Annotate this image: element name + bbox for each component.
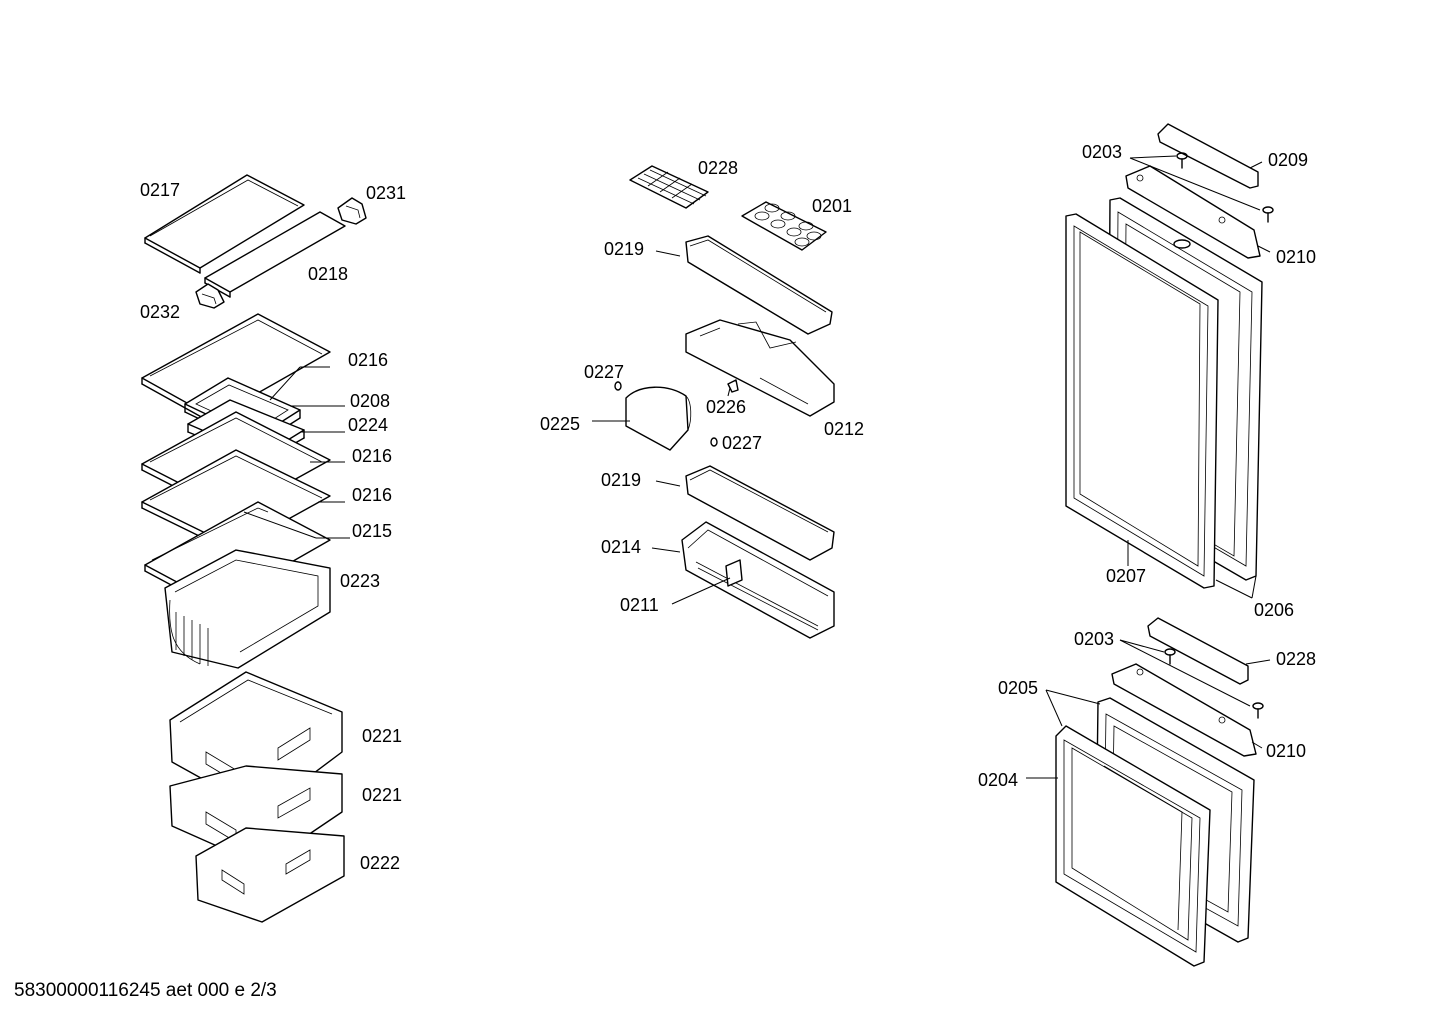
- part-0219-door-bin-lower[interactable]: [685, 465, 835, 561]
- label-0204: 0204: [978, 770, 1018, 790]
- part-0209-hinge-cover-upper[interactable]: [1157, 123, 1259, 189]
- label-0218: 0218: [308, 264, 348, 284]
- label-0215: 0215: [352, 521, 392, 541]
- label-0231: 0231: [366, 183, 406, 203]
- part-0203-screw-upper-a[interactable]: [1176, 152, 1188, 169]
- document-id-footer: 58300000116245 aet 000 e 2/3: [14, 980, 277, 1001]
- part-0228-ice-tray[interactable]: [629, 165, 709, 209]
- label-0221-a: 0221: [362, 726, 402, 746]
- part-0231-clip[interactable]: [337, 197, 367, 225]
- label-0228-a: 0228: [698, 158, 738, 178]
- label-0205: 0205: [998, 678, 1038, 698]
- part-0203-screw-lower-a[interactable]: [1164, 648, 1176, 665]
- label-0216-b: 0216: [352, 446, 392, 466]
- label-0212: 0212: [824, 419, 864, 439]
- part-0212-door-bin-divider[interactable]: [685, 319, 835, 417]
- label-0222: 0222: [360, 853, 400, 873]
- label-0206: 0206: [1254, 600, 1294, 620]
- label-0210-b: 0210: [1266, 741, 1306, 761]
- label-0216-a: 0216: [348, 350, 388, 370]
- part-0219-door-bin-upper[interactable]: [685, 235, 833, 335]
- part-0226-pin[interactable]: [727, 379, 739, 393]
- part-0232-clip[interactable]: [195, 283, 225, 309]
- part-0203-screw-lower-b[interactable]: [1252, 702, 1264, 719]
- label-0210-a: 0210: [1276, 247, 1316, 267]
- part-0204-freezer-door-gasket[interactable]: [1055, 725, 1211, 967]
- label-0211: 0211: [620, 595, 659, 615]
- part-0214-bottle-bin[interactable]: [681, 521, 835, 639]
- label-0208: 0208: [350, 391, 390, 411]
- part-0227-washer-upper[interactable]: [614, 381, 622, 391]
- label-0216-c: 0216: [352, 485, 392, 505]
- label-0209: 0209: [1268, 150, 1308, 170]
- part-0222-drawer-bottom[interactable]: [195, 827, 345, 923]
- label-0203-b: 0203: [1074, 629, 1114, 649]
- part-0227-washer-lower[interactable]: [710, 437, 718, 447]
- label-0217: 0217: [140, 180, 180, 200]
- label-0203-a: 0203: [1082, 142, 1122, 162]
- part-0217-glass-shelf[interactable]: [144, 174, 305, 274]
- middle-column-parts: [614, 165, 835, 639]
- label-0219-a: 0219: [604, 239, 644, 259]
- label-0207: 0207: [1106, 566, 1146, 586]
- right-column-parts: [1055, 123, 1274, 967]
- label-0214: 0214: [601, 537, 641, 557]
- part-labels: 0217 0231 0218 0232 0216 0208 0224 0216 …: [140, 142, 1316, 873]
- label-0224: 0224: [348, 415, 388, 435]
- label-0227-b: 0227: [722, 433, 762, 453]
- part-0201-egg-tray[interactable]: [741, 201, 827, 251]
- part-0225-flap-cover[interactable]: [625, 386, 692, 451]
- part-0228-hinge-cover-lower[interactable]: [1147, 617, 1249, 685]
- part-0203-screw-upper-b[interactable]: [1262, 206, 1274, 223]
- label-0227-a: 0227: [584, 362, 624, 382]
- label-0228-b: 0228: [1276, 649, 1316, 669]
- left-column-parts: [141, 174, 367, 923]
- label-0223: 0223: [340, 571, 380, 591]
- part-0223-crisper-bin[interactable]: [164, 549, 331, 669]
- part-0210-hinge-bracket-lower[interactable]: [1111, 663, 1257, 757]
- part-0207-fridge-door-gasket[interactable]: [1065, 213, 1219, 589]
- label-0232: 0232: [140, 302, 180, 322]
- label-0219-b: 0219: [601, 470, 641, 490]
- label-0201: 0201: [812, 196, 852, 216]
- leader-lines: [243, 155, 1271, 779]
- label-0221-b: 0221: [362, 785, 402, 805]
- label-0226: 0226: [706, 397, 746, 417]
- label-0225: 0225: [540, 414, 580, 434]
